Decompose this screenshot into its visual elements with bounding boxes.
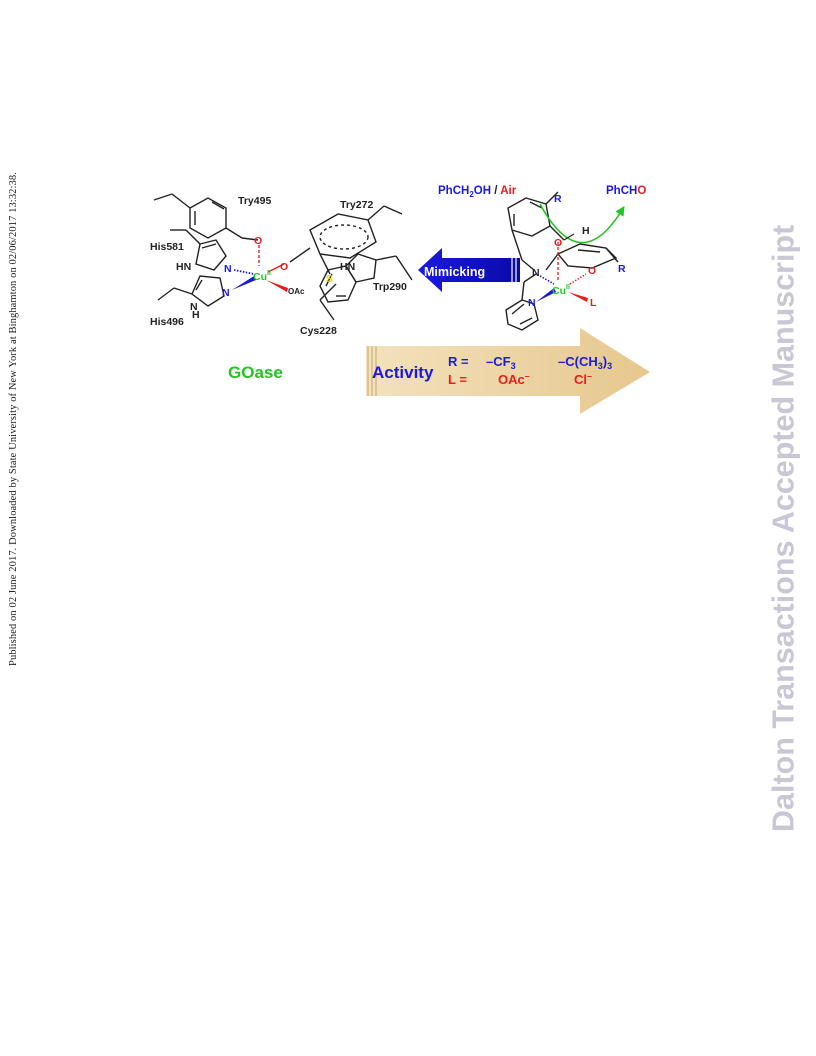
label-his496-h: H [192,309,200,321]
catalysis-curved-arrow [539,203,625,244]
label-r-lower: R [618,263,626,275]
goase-title: GOase [228,363,283,382]
try272-ring [309,213,377,259]
label-his496: His496 [150,316,184,328]
activity-r-low: –CF3 [486,354,516,371]
label-o-lower: O [588,265,596,277]
label-try495: Try495 [238,195,271,207]
label-cu-model: CuII [552,284,570,297]
model-complex [505,191,619,331]
scheme-svg: Try495 Try272 His581 His496 Trp290 Cys22… [150,185,650,414]
label-l-ligand: L [590,297,597,309]
activity-l-eq: L = [448,372,467,387]
activity-label: Activity [372,363,434,382]
activity-r-eq: R = [448,354,469,369]
label-s-cys228: S [326,273,333,285]
label-n-his581: N [224,263,232,275]
label-his496-n: N [190,301,198,313]
cu-coordination [232,245,288,292]
activity-l-high: Cl– [574,371,592,387]
label-n-amine: N [532,267,540,279]
label-cu-goase: CuII [253,270,271,283]
model-cu-coordination [536,233,588,302]
his496-ring [191,275,225,307]
mimicking-label: Mimicking [424,265,485,279]
label-o-try272: O [280,261,288,273]
label-cys228: Cys228 [300,325,337,337]
try495-ethyl [171,193,191,209]
mimicking-arrow: Mimicking [418,248,520,292]
label-try272: Try272 [340,199,373,211]
label-o-upper: O [554,237,562,249]
label-h-phenol: H [582,225,590,237]
label-trp290: Trp290 [373,281,407,293]
graphical-abstract-figure: Try495 Try272 His581 His496 Trp290 Cys22… [140,170,665,420]
watermark-text: Dalton Transactions Accepted Manuscript [766,224,801,832]
label-oac: OAc [288,287,305,296]
substrate-label: PhCH2OH / Air [438,185,517,199]
goase-active-site [153,193,413,321]
accepted-manuscript-watermark: Dalton Transactions Accepted Manuscript [764,222,804,834]
activity-l-low: OAc– [498,371,530,387]
label-r-upper: R [554,193,562,205]
label-his581: His581 [150,241,184,253]
activity-arrow: Activity R = L = –CF3 –C(CH3)3 OAc– Cl– [366,328,650,414]
label-o-try495: O [254,235,262,247]
trp290-benzene [319,265,357,303]
activity-r-high: –C(CH3)3 [558,354,612,371]
label-n-his496: N [222,287,230,299]
label-his581-hn: HN [176,261,191,273]
product-label: PhCHO [606,185,646,197]
publication-note: Published on 02 June 2017. Downloaded by… [8,172,19,666]
label-n-pyridine: N [528,297,536,309]
his581-ring [195,239,227,271]
label-trp290-hn: HN [340,261,355,273]
lower-phenol-ring [556,243,618,269]
